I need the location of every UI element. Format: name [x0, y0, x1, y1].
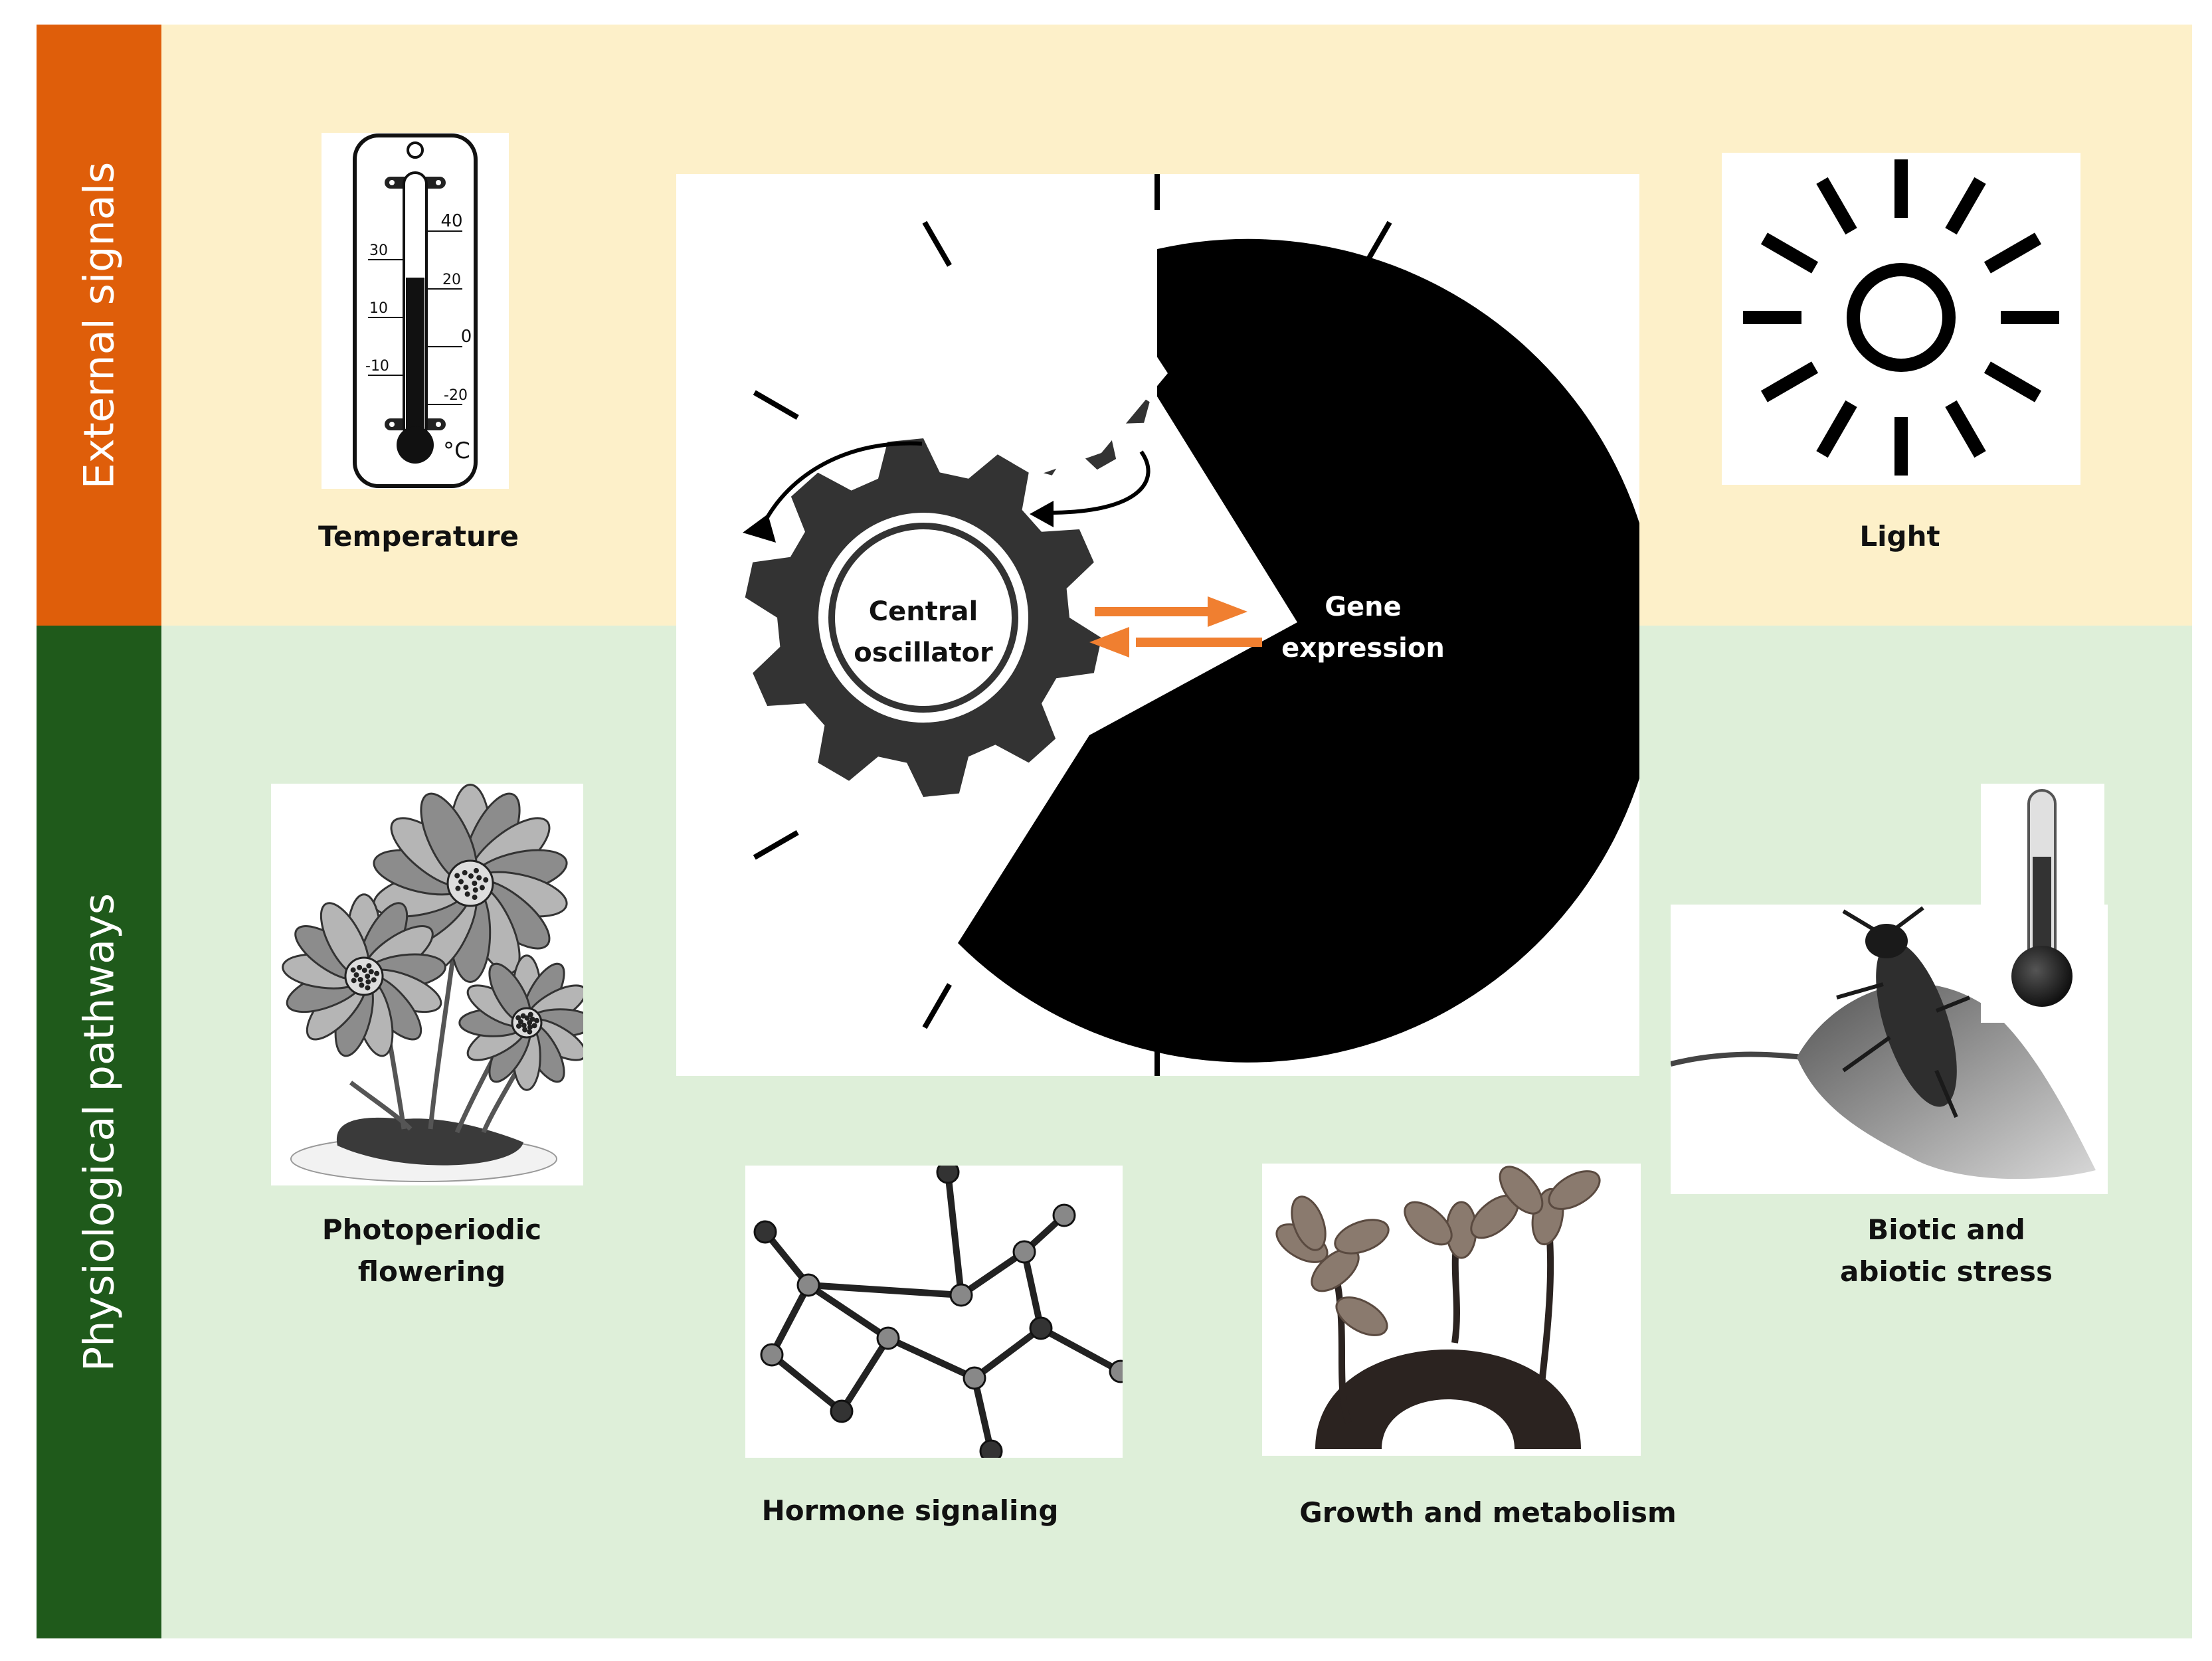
- cycle-arrow-right-icon: [1048, 450, 1151, 515]
- leaf-4: [1404, 1201, 1453, 1246]
- temp-scale-left-2: -10: [365, 358, 389, 375]
- stress-label: Biotic and abiotic stress: [1840, 1213, 2053, 1288]
- bond-3: [838, 1335, 891, 1415]
- physiological-pathways-label: Physiological pathways: [74, 893, 124, 1371]
- atom-9: [1029, 1316, 1053, 1340]
- beetle-icon: [1836, 906, 1971, 1118]
- bond-11: [971, 1325, 1044, 1381]
- atom-6: [936, 1166, 960, 1184]
- atom-0: [753, 1220, 777, 1244]
- temp-scale-right-2: 0: [461, 327, 472, 347]
- sprouts-icon: [1262, 1164, 1641, 1456]
- leaf-10: [1291, 1195, 1327, 1251]
- growth-label: Growth and metabolism: [1299, 1496, 1677, 1529]
- atom-2: [760, 1343, 784, 1367]
- stress-thermometer-icon: [1981, 784, 2104, 1023]
- central-oscillator-gear-icon: [745, 438, 1102, 797]
- bond-9: [1021, 1249, 1044, 1332]
- clock-tick-8: [753, 830, 799, 860]
- atom-1: [796, 1273, 820, 1297]
- thermometer-icon: 30 10 -10 40 20 0 -20 °C: [322, 133, 509, 489]
- atom-8: [1052, 1203, 1076, 1227]
- molecule-icon: [745, 1166, 1123, 1458]
- atom-11: [963, 1366, 986, 1390]
- temp-scale-right-1: 20: [442, 272, 461, 288]
- bond-12: [885, 1335, 978, 1381]
- bond-5: [805, 1282, 965, 1298]
- bond-4: [805, 1282, 891, 1342]
- leaf-8: [1548, 1170, 1601, 1210]
- temp-scale-right-3: -20: [444, 387, 468, 404]
- atom-10: [1109, 1359, 1123, 1383]
- feedback-arrows-icon: [1089, 596, 1262, 657]
- cycle-arrow-left-icon: [761, 441, 923, 527]
- clock-tick-11: [922, 220, 952, 267]
- external-signals-label: External signals: [74, 161, 124, 489]
- bond-6: [945, 1169, 965, 1298]
- bond-2: [769, 1352, 845, 1415]
- bond-7: [958, 1249, 1028, 1298]
- bond-10: [1038, 1325, 1123, 1375]
- temperature-label: Temperature: [318, 520, 519, 553]
- atom-3: [830, 1399, 854, 1423]
- flowers-icon: [271, 784, 583, 1185]
- temp-unit: °C: [443, 438, 470, 464]
- gene-expression-sector: [958, 238, 1639, 1063]
- temp-scale-left-1: 10: [369, 300, 388, 317]
- bond-13: [971, 1375, 994, 1454]
- light-label: Light: [1859, 520, 1940, 553]
- atom-5: [949, 1283, 973, 1307]
- atom-4: [876, 1326, 900, 1350]
- clock-tick-10: [753, 390, 799, 420]
- atom-7: [1012, 1240, 1036, 1264]
- bond-1: [769, 1282, 812, 1358]
- external-signals-sidebar: External signals: [37, 25, 161, 626]
- flowering-label: Photoperiodic flowering: [322, 1213, 542, 1288]
- leaf-9: [1335, 1296, 1388, 1336]
- leaf-2: [1334, 1219, 1390, 1255]
- sun-icon: [1722, 153, 2080, 485]
- leaf-7: [1499, 1166, 1544, 1215]
- hormone-label: Hormone signaling: [761, 1494, 1059, 1527]
- atom-12: [979, 1439, 1003, 1458]
- temp-scale-right-0: 40: [440, 211, 462, 231]
- physiological-pathways-sidebar: Physiological pathways: [37, 626, 161, 1638]
- temp-scale-left-0: 30: [369, 242, 388, 259]
- clock-tick-7: [922, 983, 952, 1029]
